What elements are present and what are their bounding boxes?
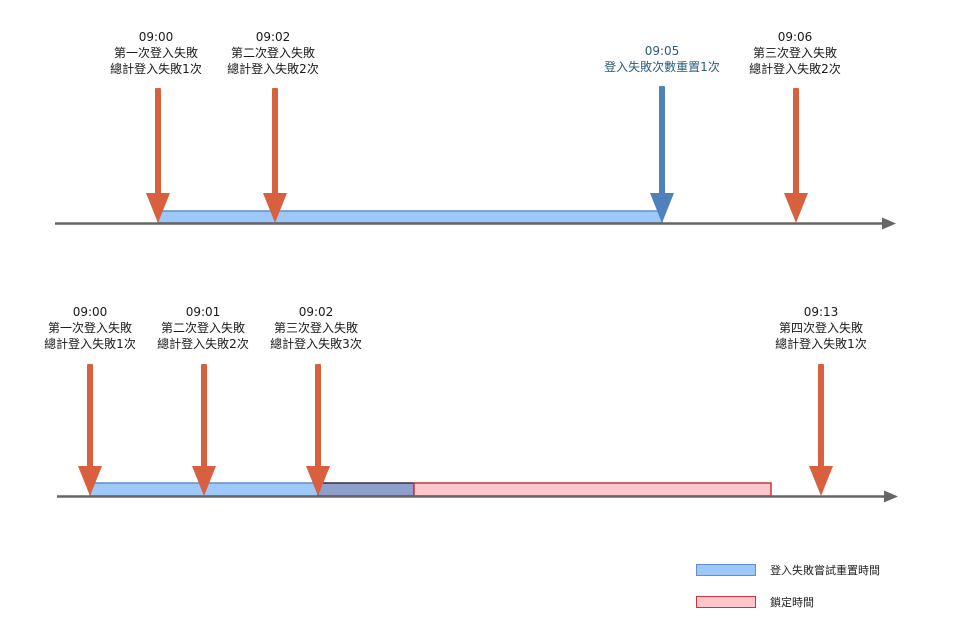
legend-label: 登入失敗嘗試重置時間 [770,564,880,577]
legend-item-reset-window: 登入失敗嘗試重置時間 [696,562,880,578]
event-title: 第一次登入失敗 [113,46,199,60]
event-time: 09:01 [185,305,221,319]
event-arrow-fail [263,88,287,223]
event-total: 總計登入失敗1次 [110,62,202,76]
event-label: 09:00 第一次登入失敗 總計登入失敗1次 [44,304,136,352]
event-label: 09:02 第三次登入失敗 總計登入失敗3次 [270,304,362,352]
axis-arrowhead [884,490,898,503]
event-arrow-fail [784,88,808,223]
event-time: 09:06 [777,30,813,44]
event-title: 第一次登入失敗 [47,321,133,335]
event-title: 第三次登入失敗 [752,46,838,60]
event-arrow-reset [650,86,674,223]
event-arrow-fail [306,364,330,496]
event-total: 總計登入失敗2次 [227,62,319,76]
event-title: 第二次登入失敗 [160,321,246,335]
event-time: 09:00 [138,30,174,44]
event-arrow-fail [809,364,833,496]
event-title: 登入失敗次數重置1次 [604,60,720,74]
event-total: 總計登入失敗3次 [270,337,362,351]
timeline-2 [57,364,898,503]
event-total: 總計登入失敗1次 [775,337,867,351]
legend-swatch-blue [696,564,756,576]
timeline-1 [55,86,896,230]
legend-item-lockout: 鎖定時間 [696,594,814,610]
lockout-bar [413,482,772,497]
event-label: 09:13 第四次登入失敗 總計登入失敗1次 [775,304,867,352]
axis-arrowhead [882,217,896,230]
event-time: 09:00 [72,305,108,319]
event-label-reset: 09:05 登入失敗次數重置1次 [604,43,720,75]
event-label: 09:00 第一次登入失敗 總計登入失敗1次 [110,29,202,77]
event-title: 第二次登入失敗 [230,46,316,60]
legend-swatch-red [696,596,756,608]
event-total: 總計登入失敗2次 [157,337,249,351]
event-title: 第三次登入失敗 [273,321,359,335]
overlap-bar [317,482,415,497]
event-total: 總計登入失敗2次 [749,62,841,76]
reset-window-bar [157,210,663,224]
event-time: 09:13 [803,305,839,319]
event-time: 09:02 [298,305,334,319]
event-arrow-fail [146,88,170,223]
event-arrow-fail [192,364,216,496]
legend-label: 鎖定時間 [770,596,814,609]
event-label: 09:01 第二次登入失敗 總計登入失敗2次 [157,304,249,352]
event-title: 第四次登入失敗 [778,321,864,335]
event-label: 09:02 第二次登入失敗 總計登入失敗2次 [227,29,319,77]
event-time: 09:02 [255,30,291,44]
event-time: 09:05 [644,44,680,58]
event-total: 總計登入失敗1次 [44,337,136,351]
event-arrow-fail [78,364,102,496]
event-label: 09:06 第三次登入失敗 總計登入失敗2次 [749,29,841,77]
